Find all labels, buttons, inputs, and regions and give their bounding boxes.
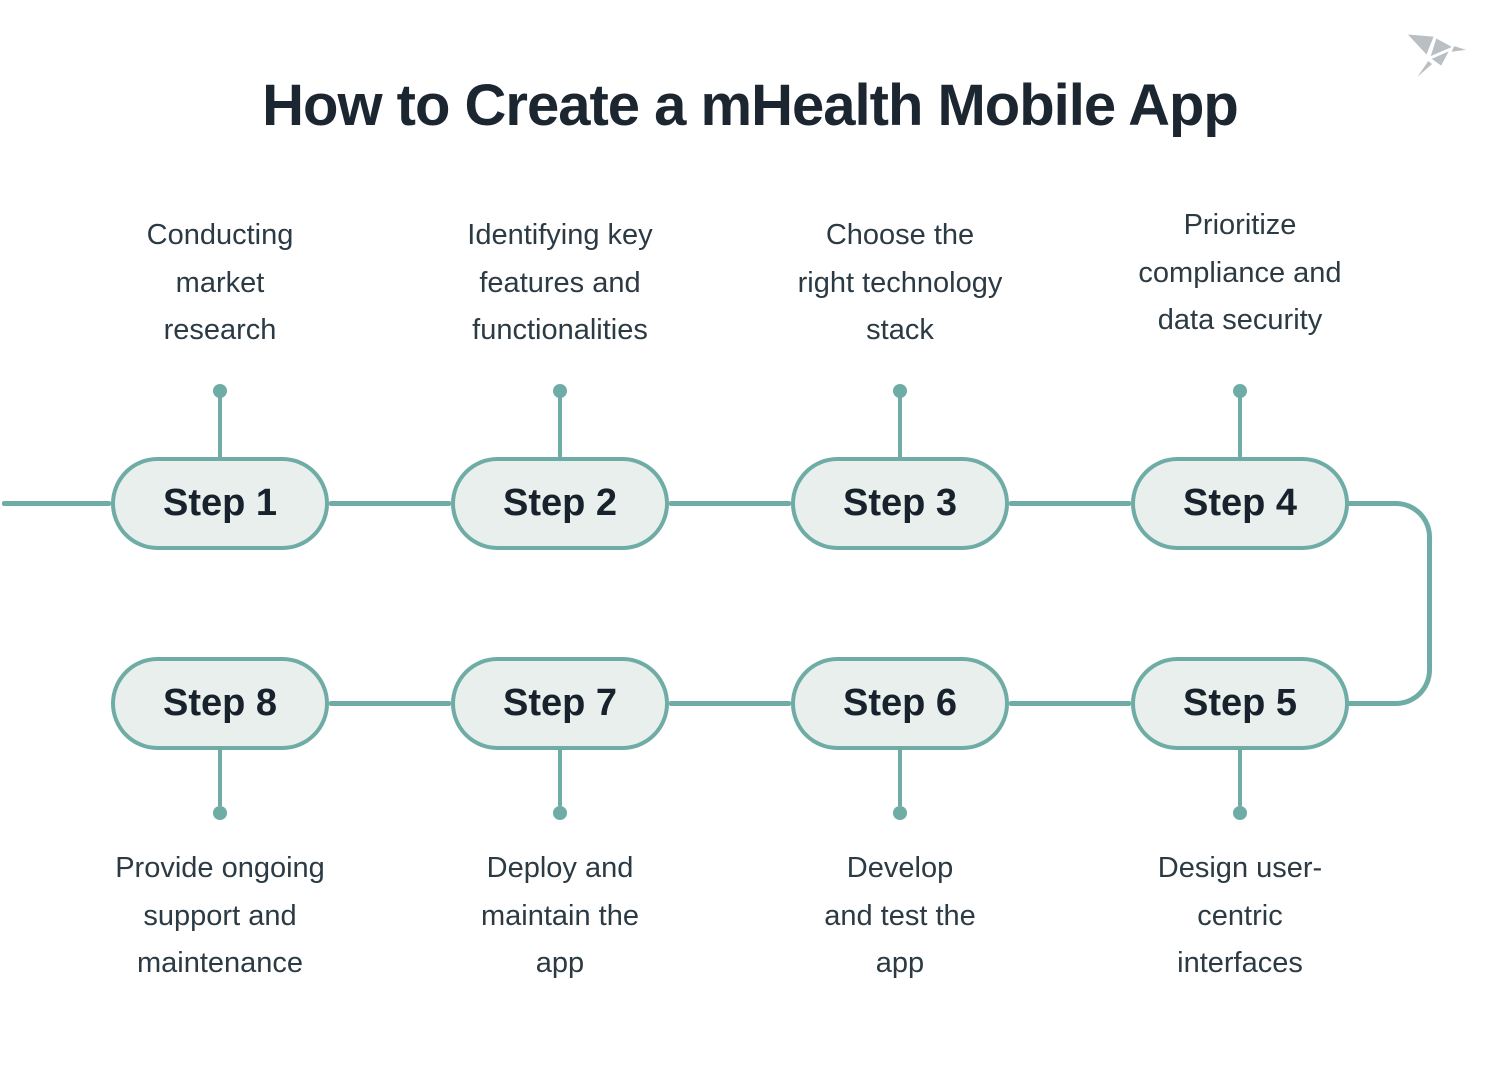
step-pill-4: Step 4 (1131, 457, 1349, 550)
step-description-8: Provide ongoing support and maintenance (115, 852, 325, 980)
connector-line-step1-step2 (329, 501, 451, 506)
connector-stem (218, 397, 222, 457)
step-label-4: Step 4 (1182, 482, 1298, 524)
connector-stem (218, 750, 222, 806)
step-description-3: Choose the right technology stack (797, 219, 1003, 347)
page-title: How to Create a mHealth Mobile App (262, 73, 1239, 138)
connector-line-step6-step5 (1009, 701, 1131, 706)
connector-line-step8-step7 (329, 701, 451, 706)
step-label-5: Step 5 (1182, 682, 1298, 724)
connector-dot (893, 806, 907, 820)
origami-bird-logo (1405, 33, 1470, 82)
step-label-8: Step 8 (162, 682, 278, 724)
connector-dot (1233, 806, 1247, 820)
connector-stem (558, 750, 562, 806)
step-label-1: Step 1 (162, 482, 278, 524)
step-label-6: Step 6 (842, 682, 958, 724)
connector-stem (558, 397, 562, 457)
step-pill-3: Step 3 (791, 457, 1009, 550)
connector-stem (1238, 750, 1242, 806)
step-description-2: Identifying key features and functionali… (467, 219, 653, 347)
step-label-2: Step 2 (502, 482, 618, 524)
connector-stem (898, 750, 902, 806)
connector-stem (1238, 397, 1242, 457)
connector-line-step2-step3 (669, 501, 791, 506)
connector-line-step3-step4 (1009, 501, 1131, 506)
step-label-7: Step 7 (502, 682, 618, 724)
connector-curve-step4-step5 (1340, 501, 1432, 706)
step-pill-7: Step 7 (451, 657, 669, 750)
connector-dot (893, 384, 907, 398)
connector-dot (553, 384, 567, 398)
connector-line-step7-step6 (669, 701, 791, 706)
step-description-4: Prioritize compliance and data security (1138, 209, 1342, 337)
connector-dot (1233, 384, 1247, 398)
step-description-1: Conducting market research (146, 219, 294, 347)
step-pill-1: Step 1 (111, 457, 329, 550)
step-description-5: Design user- centric interfaces (1157, 852, 1323, 980)
step-pill-5: Step 5 (1131, 657, 1349, 750)
connector-dot (213, 806, 227, 820)
connector-line-edge-to-step1 (2, 501, 111, 506)
step-pill-8: Step 8 (111, 657, 329, 750)
connector-dot (553, 806, 567, 820)
connector-stem (898, 397, 902, 457)
step-pill-2: Step 2 (451, 457, 669, 550)
step-description-6: Develop and test the app (824, 852, 976, 980)
step-label-3: Step 3 (842, 482, 958, 524)
step-pill-6: Step 6 (791, 657, 1009, 750)
connector-dot (213, 384, 227, 398)
step-description-7: Deploy and maintain the app (481, 852, 639, 980)
